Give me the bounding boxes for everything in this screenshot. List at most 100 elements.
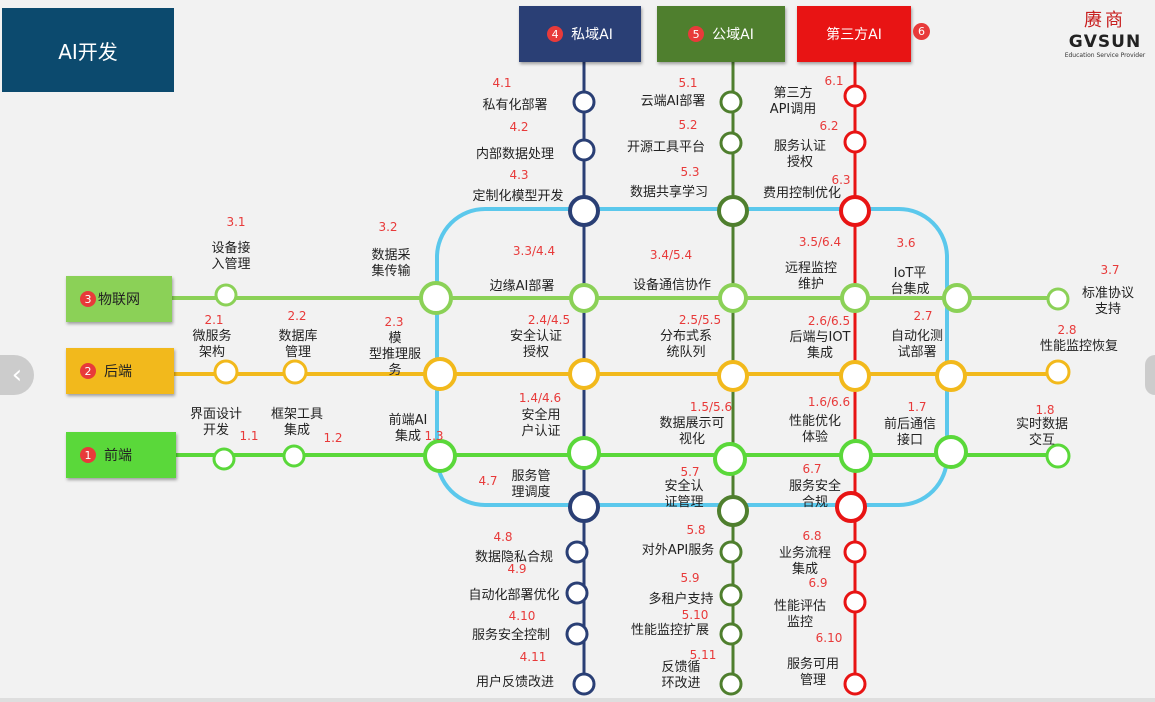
bottom-divider — [0, 698, 1155, 702]
station-1-8 — [1045, 443, 1071, 469]
station-label-2-4-4-5: 授权 — [523, 344, 549, 360]
station-label-5-11: 反馈循 — [661, 660, 700, 675]
station-3-2 — [419, 281, 453, 315]
station-label-5-10: 性能监控扩展 — [631, 623, 709, 638]
station-id-2-8: 2.8 — [1057, 323, 1076, 337]
station-1-5-5-6 — [713, 442, 747, 476]
station-id-6-8: 6.8 — [802, 529, 821, 543]
station-1-6-6-6 — [839, 439, 873, 473]
station-id-2-2: 2.2 — [287, 309, 306, 323]
station-1-3 — [423, 439, 457, 473]
header-label-public: 公域AI — [712, 27, 754, 43]
station-label-2-5-5-5: 分布式系 — [660, 329, 712, 344]
station-id-3-5-6-4: 3.5/6.4 — [799, 235, 841, 249]
station-id-5-10: 5.10 — [682, 608, 709, 622]
station-label-2-7: 试部署 — [897, 345, 936, 360]
station-label-1-2: 集成 — [284, 422, 310, 438]
station-id-1-3: 1.3 — [424, 429, 443, 443]
station-id-1-8: 1.8 — [1035, 403, 1054, 417]
station-label-2-7: 自动化测 — [891, 329, 943, 344]
station-label-6-10: 管理 — [800, 673, 826, 688]
station-label-2-5-5-5: 统队列 — [666, 345, 705, 360]
station-label-3-5-6-4: 维护 — [798, 277, 824, 292]
vline-stations-third: 6.1第三方API调用6.2服务认证授权6.3费用控制优化6.7服务安全合规6.… — [763, 74, 871, 696]
station-label-1-7: 接口 — [897, 432, 923, 448]
hline-stations-backend: 2.1微服务架构2.2数据库管理2.3模型推理服务2.4/4.5安全认证授权2.… — [192, 309, 1118, 392]
station-1-1 — [212, 447, 236, 471]
header-badge-public: 5 — [688, 26, 705, 42]
station-id-4-9: 4.9 — [507, 562, 526, 576]
station-4-7 — [568, 491, 600, 523]
station-label-3-7: 标准协议 — [1082, 286, 1134, 301]
header-label-backend: 后端 — [104, 364, 132, 380]
station-1-7 — [934, 435, 968, 469]
station-3-6 — [942, 283, 972, 313]
station-label-1-3: 前端AI — [389, 412, 428, 428]
station-label-5-2: 开源工具平台 — [627, 140, 705, 155]
station-id-2-3: 2.3 — [384, 315, 403, 329]
station-6-2 — [843, 130, 867, 154]
gvsun-logo: 赓商 GVSUN Education Service Provider — [1062, 10, 1148, 70]
station-2-1 — [213, 359, 239, 385]
station-label-5-3: 数据共享学习 — [630, 184, 708, 200]
station-id-6-3: 6.3 — [831, 173, 850, 187]
station-2-2 — [282, 359, 308, 385]
station-label-1-8: 交互 — [1029, 432, 1055, 448]
header-label-iot: 物联网 — [98, 292, 140, 308]
station-label-2-3: 务 — [388, 362, 401, 378]
logo-cn: 赓商 — [1084, 10, 1126, 31]
station-label-3-1: 入管理 — [211, 257, 250, 272]
station-label-4-2: 内部数据处理 — [476, 146, 554, 162]
station-label-6-8: 集成 — [792, 561, 818, 577]
station-label-4-11: 用户反馈改进 — [476, 674, 554, 690]
station-6-9 — [843, 590, 867, 614]
station-label-1-3: 集成 — [395, 428, 421, 444]
header-third[interactable]: 第三方AI — [797, 6, 911, 62]
station-label-6-7: 合规 — [802, 495, 828, 510]
station-label-3-2: 数据采 — [371, 248, 410, 263]
next-slide-button[interactable] — [1145, 355, 1155, 395]
station-label-6-1: API调用 — [770, 102, 817, 117]
station-label-4-10: 服务安全控制 — [472, 627, 550, 643]
station-id-3-2: 3.2 — [378, 220, 397, 234]
station-id-1-2: 1.2 — [323, 431, 342, 445]
station-6-1 — [843, 84, 867, 108]
station-5-9 — [719, 583, 743, 607]
station-6-8 — [843, 540, 867, 564]
station-5-2 — [719, 131, 743, 155]
station-label-2-3: 型推理服 — [369, 347, 421, 362]
station-label-6-1: 第三方 — [773, 85, 812, 101]
station-id-4-11: 4.11 — [520, 650, 547, 664]
station-label-5-9: 多租户支持 — [648, 591, 713, 607]
prev-slide-button[interactable]: ‹ — [0, 355, 34, 395]
station-label-5-7: 安全认 — [664, 478, 703, 494]
station-1-4-4-6 — [567, 436, 601, 470]
station-id-1-1: 1.1 — [239, 429, 258, 443]
station-id-1-4-4-6: 1.4/4.6 — [519, 391, 561, 405]
header-badge-iot: 3 — [80, 291, 96, 307]
station-label-4-7: 服务管 — [511, 468, 550, 484]
station-4-1 — [572, 90, 596, 114]
header-public[interactable]: 5 公域AI — [657, 6, 785, 62]
station-label-1-6-6-6: 体验 — [802, 429, 828, 445]
station-id-3-6: 3.6 — [896, 236, 915, 250]
station-id-2-5-5-5: 2.5/5.5 — [679, 313, 721, 327]
station-label-2-8: 性能监控恢复 — [1040, 339, 1118, 354]
station-id-6-9: 6.9 — [808, 576, 827, 590]
station-4-9 — [565, 581, 589, 605]
station-label-6-2: 授权 — [787, 154, 813, 170]
station-3-5-6-4 — [840, 283, 870, 313]
station-3-4-5-4 — [718, 283, 748, 313]
header-badge-third: 6 — [913, 23, 930, 40]
station-label-5-8: 对外API服务 — [642, 542, 715, 558]
station-5-11 — [719, 672, 743, 696]
station-label-6-2: 服务认证 — [774, 138, 826, 154]
station-label-2-2: 管理 — [285, 345, 311, 360]
station-3-1 — [214, 283, 238, 307]
station-id-4-7: 4.7 — [478, 474, 497, 488]
